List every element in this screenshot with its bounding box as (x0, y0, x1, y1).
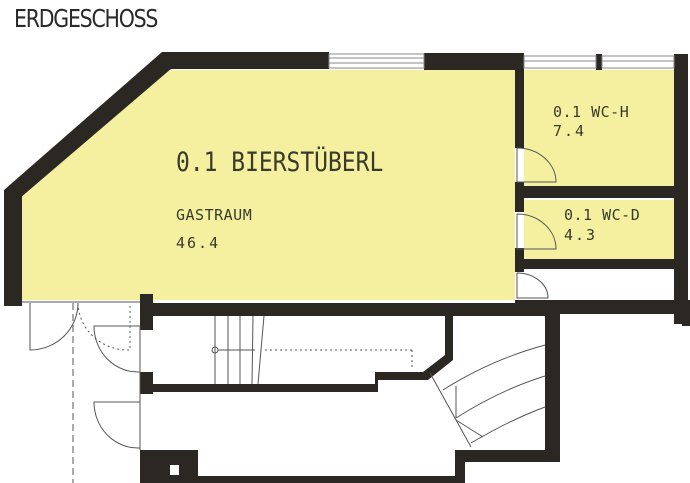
wall-pillar-left (140, 294, 153, 330)
door-entrance-right-swing (93, 325, 141, 373)
wall-pillar-left-2 (140, 372, 153, 394)
wall-stair-mid (152, 316, 453, 392)
wall-north-wc-pillar (596, 54, 602, 70)
wall-north-2 (424, 53, 524, 70)
room-wc-d-area: 4.3 (564, 226, 598, 244)
wall-north-1 (162, 52, 329, 69)
room-bierstuberl-use: GASTRAUM (176, 206, 253, 224)
wall-south-bottom (140, 476, 460, 483)
wall-stair-south-step-v (455, 450, 465, 483)
room-bierstuberl-title: 0.1 BIERSTÜBERL (176, 147, 384, 178)
floor-title: ERDGESCHOSS (14, 4, 158, 33)
window-north-gastraum (328, 53, 425, 69)
wall-wc-d-south (515, 259, 680, 269)
door-wc-d-swing (516, 213, 557, 250)
wall-south-gastraum (140, 303, 560, 316)
wall-west (4, 190, 22, 306)
wall-wc-west (515, 64, 524, 148)
shaft-opening (170, 465, 179, 475)
room-bierstuberl-fill (22, 70, 515, 300)
wall-stair-east (545, 314, 560, 460)
room-bierstuberl-area: 46.4 (176, 234, 221, 252)
room-wc-h-title: 0.1 WC-H (553, 103, 630, 121)
wall-bottom-left-block (140, 450, 198, 483)
wall-wc-h-d (515, 186, 680, 198)
wall-diagonal (4, 52, 172, 198)
doors (22, 147, 557, 483)
walls (4, 52, 690, 483)
door-entrance-left-swing (29, 302, 79, 351)
wall-east (674, 54, 688, 324)
stairs (211, 315, 546, 448)
room-wc-h-fill (524, 70, 674, 188)
room-wc-d-title: 0.1 WC-D (564, 206, 641, 224)
room-wc-h-area: 7.4 (553, 122, 587, 140)
wall-stair-south-step (455, 450, 560, 462)
window-north-wc-1 (523, 55, 597, 69)
door-lower-swing (93, 401, 141, 449)
door-storage-swing (516, 272, 549, 299)
window-north-wc-2 (601, 55, 675, 69)
door-dotted-swing (77, 302, 131, 351)
door-wc-h-swing (516, 147, 557, 183)
windows (328, 53, 675, 69)
wall-east-lower (682, 300, 690, 326)
